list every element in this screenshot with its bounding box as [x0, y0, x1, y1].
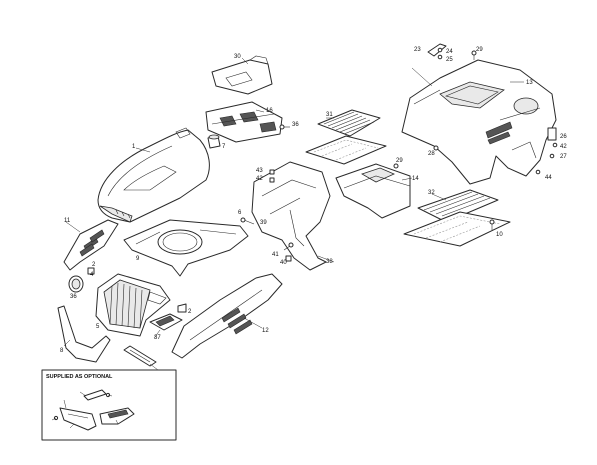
label-2a: 2: [92, 262, 96, 268]
label-1: 1: [132, 144, 136, 150]
label-42b: 42: [560, 144, 567, 150]
part-36-screw: [279, 124, 290, 130]
label-23: 23: [414, 47, 421, 53]
label-6: 6: [238, 210, 242, 216]
part-24-screw: [437, 47, 443, 53]
part-12-side-panel: [171, 273, 283, 359]
label-8: 8: [60, 348, 64, 354]
label-36b: 36: [292, 122, 299, 128]
part-42-fitting-left: [269, 177, 275, 183]
label-25: 25: [446, 57, 453, 63]
part-15-plate: [123, 345, 157, 367]
part-7-knob: [207, 134, 221, 149]
label-16: 16: [266, 108, 273, 114]
part-31-mat: [305, 109, 387, 165]
part-39-screw: [240, 217, 255, 225]
label-7: 7: [222, 144, 226, 150]
label-29b: 29: [396, 158, 403, 164]
part-37-bracket: [149, 313, 183, 331]
part-38-center-console: [251, 161, 331, 271]
label-9: 9: [136, 256, 140, 262]
label-39: 39: [260, 220, 267, 226]
label-24: 24: [446, 49, 453, 55]
label-11: 11: [64, 218, 71, 224]
label-29a: 29: [476, 47, 483, 53]
optional-box-title: SUPPLIED AS OPTIONAL: [46, 374, 113, 380]
part-13-rear-body: [401, 59, 557, 185]
part-32-mat: [403, 189, 511, 247]
label-14: 14: [412, 176, 419, 182]
part-30-console-cover: [211, 55, 273, 95]
part-27-fitting: [549, 153, 555, 159]
label-43: 43: [256, 168, 263, 174]
label-5: 5: [96, 324, 100, 330]
label-2b: 2: [188, 309, 192, 315]
part-5-grille: [95, 273, 171, 337]
part-9-frame: [123, 219, 249, 277]
label-36a: 36: [70, 294, 77, 300]
part-29-clip-top: [471, 50, 477, 60]
label-10: 10: [496, 232, 503, 238]
label-26: 26: [560, 134, 567, 140]
part-8-front-strip: [57, 305, 111, 363]
label-27: 27: [560, 154, 567, 160]
label-13: 13: [526, 80, 533, 86]
label-32: 32: [428, 190, 435, 196]
part-26-bracket: [547, 127, 557, 141]
part-10-fastener: [489, 219, 495, 230]
part-11-side-panel: [63, 219, 119, 271]
part-43-fitting: [269, 169, 275, 175]
part-25-clip: [437, 54, 443, 60]
part-1-hood: [97, 127, 210, 223]
label-44: 44: [545, 175, 552, 181]
part-2-clip-right: [177, 303, 187, 313]
leader-lines: [63, 57, 524, 371]
part-40-clip: [285, 255, 292, 262]
part-33-handle: [427, 43, 447, 57]
part-28-bolt: [433, 145, 439, 151]
part-42-fitting-right: [552, 142, 558, 148]
label-30: 30: [234, 54, 241, 60]
label-40: 40: [280, 260, 287, 266]
part-2-clip-left: [87, 267, 95, 275]
label-28: 28: [428, 151, 435, 157]
label-41: 41: [272, 252, 279, 258]
label-38: 38: [326, 259, 333, 265]
optional-parts-box: SUPPLIED AS OPTIONAL: [41, 369, 177, 441]
part-29-clip-middle: [393, 163, 399, 169]
label-37: 37: [154, 335, 161, 341]
label-12: 12: [262, 328, 269, 334]
label-4: 4: [90, 272, 94, 278]
part-41-bolt: [283, 242, 294, 251]
part-44-fitting: [535, 169, 541, 175]
label-31: 31: [326, 112, 333, 118]
part-14-seat-box: [335, 163, 411, 219]
part-36-lamp: [68, 275, 84, 293]
label-42a: 42: [256, 176, 263, 182]
